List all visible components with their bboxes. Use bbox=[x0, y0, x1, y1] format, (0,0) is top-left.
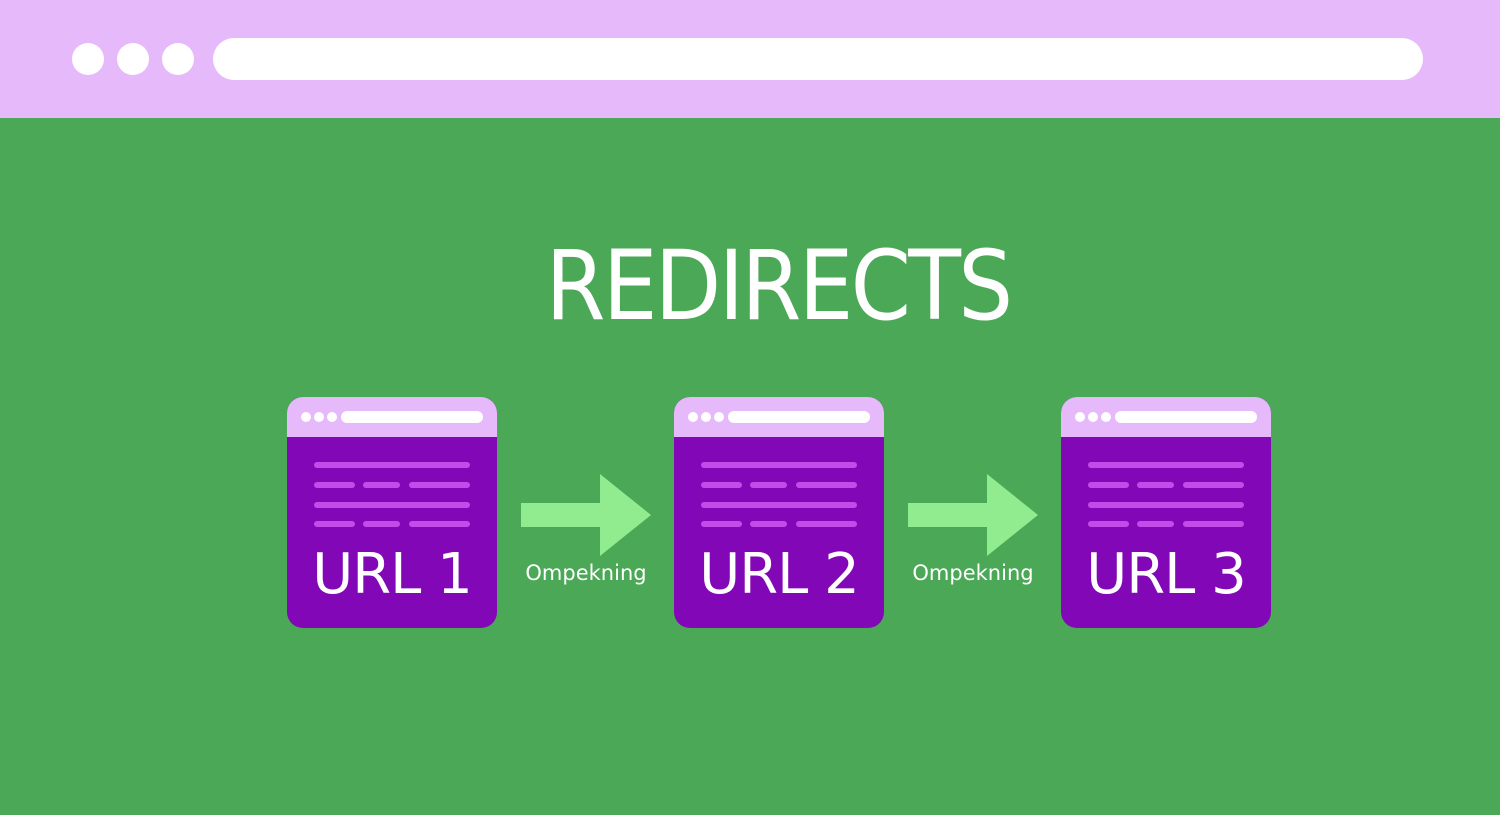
card-address-bar bbox=[728, 411, 870, 423]
window-dot-icon bbox=[162, 43, 194, 75]
text-line bbox=[1088, 502, 1244, 508]
url-card-2: URL 2 bbox=[674, 397, 884, 628]
text-line bbox=[409, 482, 470, 488]
text-line bbox=[363, 521, 400, 527]
text-line bbox=[314, 482, 355, 488]
text-line bbox=[314, 521, 355, 527]
text-line bbox=[1137, 482, 1174, 488]
window-dot-icon bbox=[72, 43, 104, 75]
arrow-right-icon bbox=[521, 474, 651, 556]
diagram-title: REDIRECTS bbox=[545, 230, 1014, 342]
text-line bbox=[314, 502, 470, 508]
text-line bbox=[1088, 521, 1129, 527]
card-browser-bar bbox=[287, 397, 497, 437]
url-label: URL 1 bbox=[312, 542, 473, 607]
text-line bbox=[1137, 521, 1174, 527]
text-line bbox=[363, 482, 400, 488]
url-card-3: URL 3 bbox=[1061, 397, 1271, 628]
text-line bbox=[750, 482, 787, 488]
text-line bbox=[701, 462, 857, 468]
card-address-bar bbox=[1115, 411, 1257, 423]
text-line bbox=[796, 482, 857, 488]
window-dot-icon bbox=[1088, 412, 1098, 422]
text-line bbox=[409, 521, 470, 527]
text-line bbox=[701, 521, 742, 527]
url-label: URL 2 bbox=[699, 542, 860, 607]
text-line bbox=[1088, 462, 1244, 468]
text-line bbox=[1088, 482, 1129, 488]
window-dot-icon bbox=[714, 412, 724, 422]
text-line bbox=[701, 502, 857, 508]
window-dot-icon bbox=[327, 412, 337, 422]
window-dot-icon bbox=[314, 412, 324, 422]
text-line bbox=[1183, 521, 1244, 527]
url-label: URL 3 bbox=[1086, 542, 1247, 607]
card-browser-bar bbox=[1061, 397, 1271, 437]
card-address-bar bbox=[341, 411, 483, 423]
window-dot-icon bbox=[688, 412, 698, 422]
window-dot-icon bbox=[701, 412, 711, 422]
url-card-1: URL 1 bbox=[287, 397, 497, 628]
window-dot-icon bbox=[301, 412, 311, 422]
window-dot-icon bbox=[1101, 412, 1111, 422]
text-line bbox=[750, 521, 787, 527]
card-browser-bar bbox=[674, 397, 884, 437]
redirect-label: Ompekning bbox=[525, 561, 647, 585]
text-line bbox=[1183, 482, 1244, 488]
window-dot-icon bbox=[117, 43, 149, 75]
arrow-right-icon bbox=[908, 474, 1038, 556]
text-line bbox=[314, 462, 470, 468]
window-dot-icon bbox=[1075, 412, 1085, 422]
text-line bbox=[701, 482, 742, 488]
text-line bbox=[796, 521, 857, 527]
address-bar bbox=[213, 38, 1423, 80]
browser-bar bbox=[0, 0, 1500, 118]
redirect-label: Ompekning bbox=[912, 561, 1034, 585]
